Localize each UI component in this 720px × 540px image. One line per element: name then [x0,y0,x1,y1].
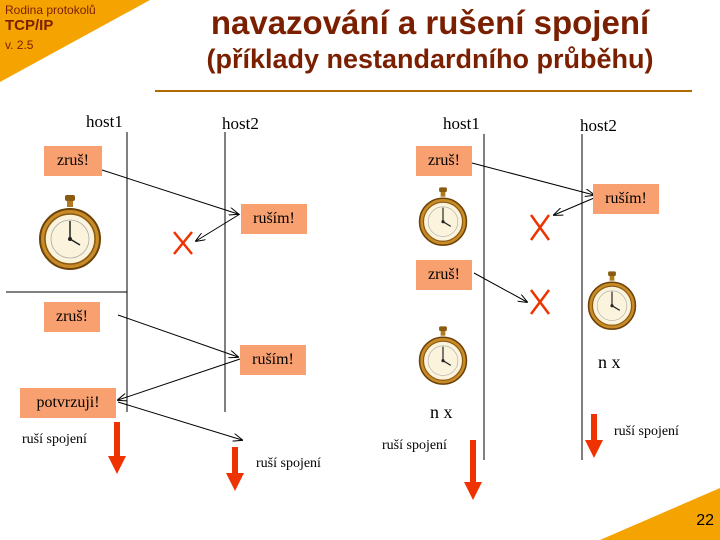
down-arrow-icon [464,440,482,500]
corner-decoration-top [0,0,150,82]
left-msg-zrus-1: zruš! [44,146,102,176]
cross-icon [530,289,550,315]
cross-icon [529,214,551,241]
arrow-rusim-2 [118,358,241,400]
down-arrow-icon [108,422,126,474]
cross-icon [173,231,193,255]
right-msg-rusim-1: ruším! [593,184,659,214]
page-subtitle: (příklady nestandardního průběhu) [206,44,654,74]
stopwatch-icon [418,187,468,246]
right-msg-zrus-2: zruš! [416,260,472,290]
right-host2-repeat: n x [598,352,621,372]
stopwatch-icon [418,326,468,385]
left-msg-rusim-2: ruším! [240,345,306,375]
course-version: v. 2.5 [5,38,34,52]
course-subtitle: TCP/IP [5,17,54,34]
left-msg-zrus-2: zruš! [44,302,100,332]
corner-decoration-bottom [600,488,720,540]
down-arrow-icon [585,414,603,458]
stopwatch-icon [39,195,101,270]
left-host2-label: host2 [222,114,259,133]
left-host2-end-label: ruší spojení [256,456,321,471]
left-msg-potvrzuji: potvrzuji! [20,388,116,418]
arrow-zrus-2 [117,314,238,357]
course-name: Rodina protokolů [5,3,96,17]
down-arrow-icon [226,447,244,491]
left-host1-label: host1 [86,112,123,131]
right-host1-label: host1 [443,114,480,133]
arrow-zrus-1 [101,169,238,214]
page-number: 22 [696,512,714,529]
right-host1-repeat: n x [430,402,453,422]
right-msg-zrus-1: zruš! [416,146,472,176]
arrow-zrus-right-1 [471,162,594,195]
title-rule [155,90,692,92]
arrow-potvrzuji [117,401,242,440]
right-host2-end-label: ruší spojení [614,424,679,439]
left-host1-end-label: ruší spojení [22,432,87,447]
page-title: navazování a rušení spojení [210,4,650,41]
stopwatch-icon [587,271,637,330]
arrow-rusim-right-lost [554,197,595,215]
arrow-rusim-lost [196,213,241,241]
right-host1-end-label: ruší spojení [382,438,447,453]
left-msg-rusim-1: ruším! [241,204,307,234]
right-host2-label: host2 [580,116,617,135]
arrow-zrus-right-2 [473,272,527,302]
